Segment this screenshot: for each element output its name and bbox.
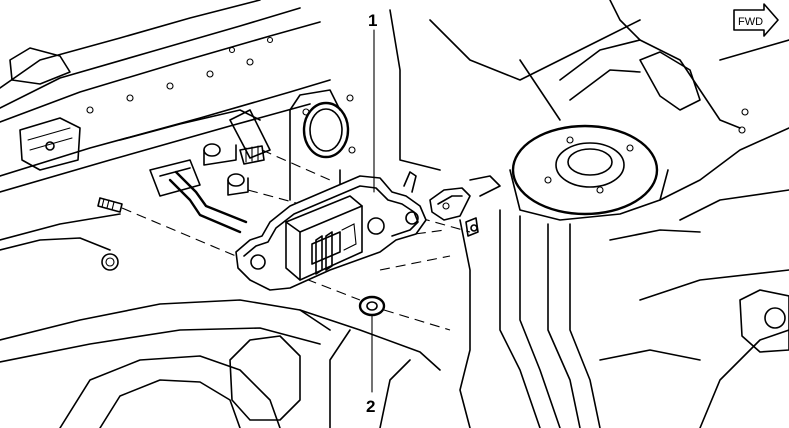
forward-direction-badge: FWD: [733, 3, 779, 37]
callout-1-label: 1: [368, 11, 377, 30]
mounting-stud: [97, 197, 123, 213]
forward-arrow-icon: [733, 3, 779, 37]
washer-nut: [358, 295, 386, 317]
strut-tower-assembly: [459, 0, 789, 428]
callout-leaders: [371, 29, 375, 393]
upper-body-panel: [0, 0, 641, 241]
retaining-clip: [403, 171, 501, 237]
control-module: [285, 195, 363, 281]
harness-connector: [149, 143, 265, 234]
callout-2-label: 2: [366, 397, 375, 416]
lower-body-panel: [0, 237, 441, 428]
forward-label: FWD: [738, 16, 763, 28]
